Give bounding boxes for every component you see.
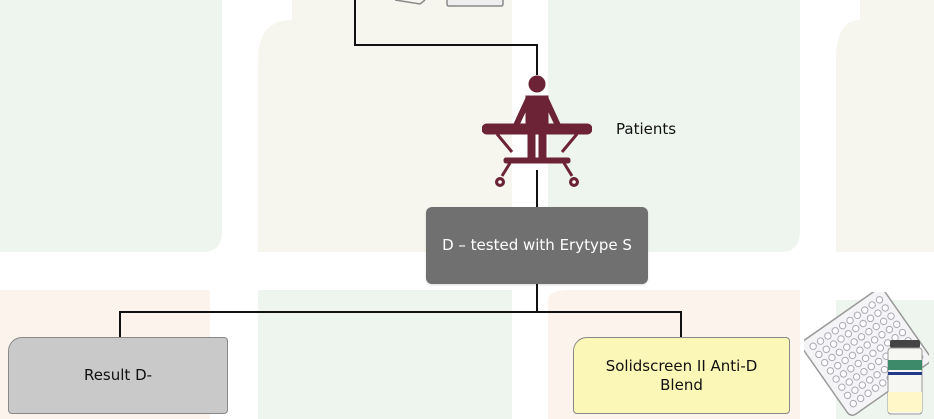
connector-top xyxy=(354,0,538,75)
solidscreen-anti-d-node: Solidscreen II Anti-D Blend xyxy=(573,337,790,414)
patient-on-bed-icon xyxy=(482,75,592,187)
patients-label: Patients xyxy=(616,120,677,138)
device-fragment-icon xyxy=(395,0,504,7)
result-d-negative-node: Result D- xyxy=(8,337,228,414)
connector-branch xyxy=(119,311,682,337)
microplate-with-vial-icon xyxy=(804,292,929,416)
tested-with-erytype-node: D – tested with Erytype S xyxy=(426,207,648,284)
